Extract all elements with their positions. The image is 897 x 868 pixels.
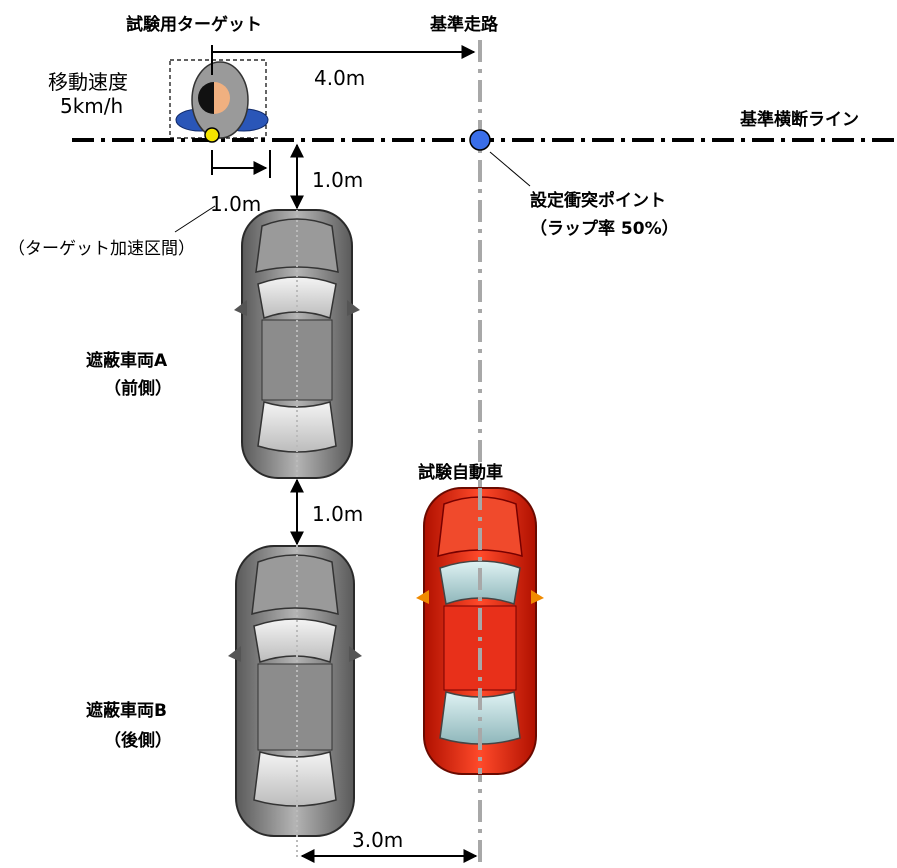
reference-crossing-line-label: 基準横断ライン <box>740 110 859 130</box>
target-zone-box <box>169 59 267 139</box>
collision-point-label: 設定衝突ポイント <box>530 191 666 211</box>
distance-accel-label: 1.0m <box>210 192 262 216</box>
distance-gap-mid-label: 1.0m <box>312 502 364 526</box>
accel-section-label: （ターゲット加速区間） <box>8 239 195 259</box>
speed-value: 5km/h <box>60 94 124 118</box>
vehicle-a-name: 遮蔽車両A <box>86 351 168 371</box>
collision-point-marker <box>469 129 491 151</box>
pedestrian-target <box>175 61 269 143</box>
vehicle-b-name: 遮蔽車両B <box>86 701 167 721</box>
speed-label: 移動速度 <box>48 70 128 94</box>
distance-3m-label: 3.0m <box>352 828 404 852</box>
reference-path-label: 基準走路 <box>430 15 498 35</box>
occluding-vehicle-b <box>228 545 362 837</box>
test-vehicle-label: 試験自動車 <box>418 463 503 483</box>
vehicle-a-position: （前側） <box>104 379 172 399</box>
vehicle-b-position: （後側） <box>104 731 172 751</box>
overlap-rate-label: （ラップ率 50%） <box>530 219 679 239</box>
target-title: 試験用ターゲット <box>126 15 262 35</box>
distance-gap-top-label: 1.0m <box>312 168 364 192</box>
distance-4m-label: 4.0m <box>314 66 366 90</box>
test-vehicle <box>416 487 544 775</box>
